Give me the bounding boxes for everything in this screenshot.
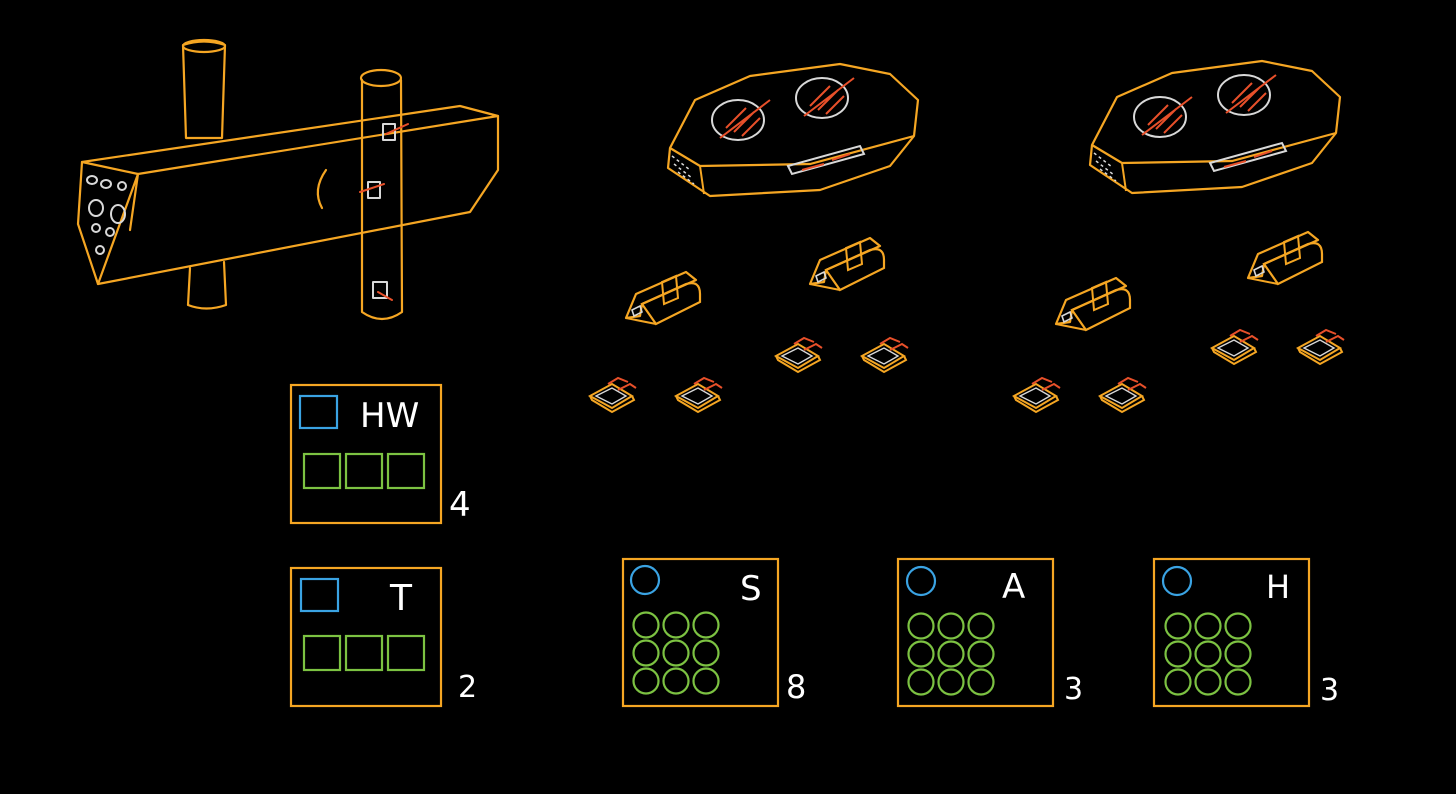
- crew-seat-circle: [662, 639, 690, 667]
- crew-card: H 3: [1152, 557, 1339, 708]
- crew-seat-circle: [1224, 668, 1252, 696]
- small-craft-icon: [1211, 329, 1259, 365]
- crew-card: HW 4: [289, 383, 471, 525]
- crew-seat-circle: [937, 640, 965, 668]
- crew-seat-circle: [907, 668, 935, 696]
- crew-seat-circle: [662, 611, 690, 639]
- crew-seat-square: [344, 452, 384, 490]
- crew-seat-circle: [632, 611, 660, 639]
- medium-craft-icon: [624, 270, 702, 326]
- crew-seat-circle: [1164, 668, 1192, 696]
- small-craft-icon: [675, 377, 723, 413]
- small-craft-icon: [775, 337, 823, 373]
- card-count: 4: [449, 485, 471, 525]
- crew-seat-circle: [1194, 640, 1222, 668]
- crew-seat-square: [344, 634, 384, 672]
- space-station-icon: [76, 38, 500, 321]
- crew-seat-circle: [632, 667, 660, 695]
- small-craft-icon: [1297, 329, 1345, 365]
- crew-seat-circle: [1194, 668, 1222, 696]
- crew-seat-circle: [1224, 640, 1252, 668]
- crew-seat-circle: [632, 639, 660, 667]
- pilot-slot-square: [299, 577, 340, 613]
- crew-card: S 8: [621, 557, 806, 708]
- crew-seat-circle: [937, 612, 965, 640]
- small-craft-icon: [589, 377, 637, 413]
- carrier-ship-icon: [1088, 59, 1342, 195]
- crew-seat-circle: [1164, 612, 1192, 640]
- crew-seat-square: [302, 634, 342, 672]
- crew-seat-circle: [967, 612, 995, 640]
- crew-seat-circle: [937, 668, 965, 696]
- card-label: S: [740, 569, 762, 609]
- crew-seat-circle: [692, 611, 720, 639]
- crew-seat-circle: [1224, 612, 1252, 640]
- card-count: 3: [1320, 673, 1339, 708]
- card-count: 2: [458, 670, 477, 705]
- crew-seat-circle: [692, 639, 720, 667]
- crew-card: A 3: [896, 557, 1083, 708]
- crew-seat-circle: [907, 640, 935, 668]
- crew-seat-circle: [967, 640, 995, 668]
- crew-seat-circle: [692, 667, 720, 695]
- crew-seat-circle: [1194, 612, 1222, 640]
- carrier-ship-icon: [666, 62, 920, 198]
- pilot-slot-circle: [905, 565, 937, 597]
- crew-seat-circle: [662, 667, 690, 695]
- crew-seat-circle: [907, 612, 935, 640]
- crew-seat-square: [302, 452, 342, 490]
- crew-seat-circle: [1164, 640, 1192, 668]
- pilot-slot-circle: [1161, 565, 1193, 597]
- small-craft-icon: [861, 337, 909, 373]
- card-label: H: [1266, 568, 1290, 606]
- medium-craft-icon: [808, 236, 886, 292]
- crew-seat-square: [386, 634, 426, 672]
- medium-craft-icon: [1054, 276, 1132, 332]
- crew-card: T 2: [289, 566, 477, 708]
- card-label: A: [1002, 567, 1025, 607]
- card-count: 8: [786, 668, 806, 706]
- small-craft-icon: [1013, 377, 1061, 413]
- pilot-slot-square: [298, 394, 339, 430]
- card-count: 3: [1064, 672, 1083, 707]
- crew-seat-square: [386, 452, 426, 490]
- pilot-slot-circle: [629, 564, 661, 596]
- small-craft-icon: [1099, 377, 1147, 413]
- card-label: HW: [360, 396, 419, 436]
- crew-seat-circle: [967, 668, 995, 696]
- card-label: T: [389, 578, 413, 619]
- medium-craft-icon: [1246, 230, 1324, 286]
